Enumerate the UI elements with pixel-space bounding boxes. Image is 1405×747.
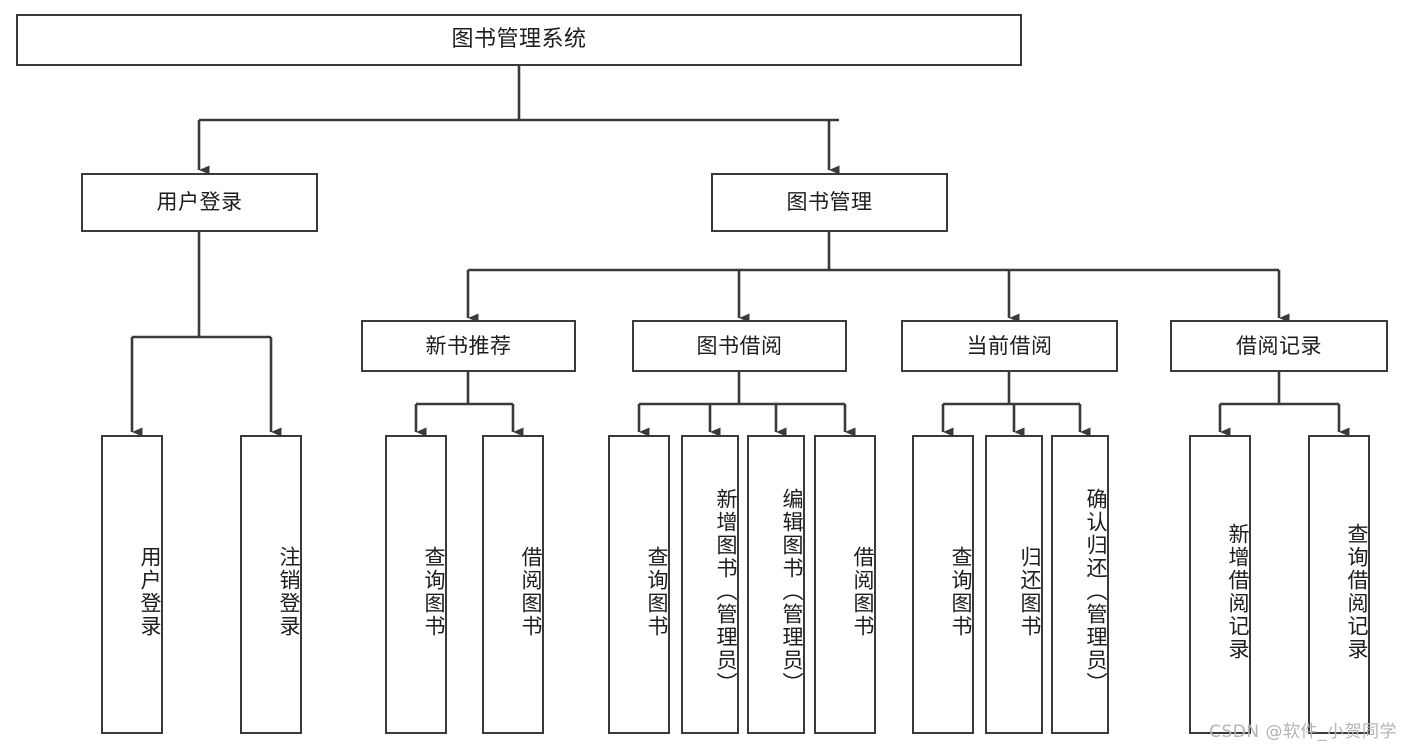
node-label: 借阅图书 <box>519 545 543 638</box>
node-leaf-logout[interactable]: 注销登录 <box>240 435 302 734</box>
node-leaf-add-book-admin[interactable]: 新增图书（管理员） <box>681 435 739 734</box>
node-root-book-management-system[interactable]: 图书管理系统 <box>16 14 1022 66</box>
node-current-borrow[interactable]: 当前借阅 <box>901 320 1118 372</box>
node-label: 确认归还（管理员） <box>1084 488 1108 695</box>
node-label: 新增图书（管理员） <box>714 488 738 695</box>
node-label: 查询借阅记录 <box>1345 522 1369 661</box>
node-label: 查询图书 <box>422 545 446 638</box>
node-user-login[interactable]: 用户登录 <box>81 173 318 232</box>
node-leaf-query-book-1[interactable]: 查询图书 <box>385 435 447 734</box>
node-label: 借阅记录 <box>1236 333 1322 358</box>
node-label: 图书管理系统 <box>451 27 587 53</box>
node-label: 注销登录 <box>277 545 301 638</box>
node-leaf-query-book-2[interactable]: 查询图书 <box>608 435 670 734</box>
node-borrow-record[interactable]: 借阅记录 <box>1170 320 1388 372</box>
node-leaf-borrow-book-2[interactable]: 借阅图书 <box>814 435 876 734</box>
node-leaf-confirm-return-admin[interactable]: 确认归还（管理员） <box>1051 435 1109 734</box>
node-label: 查询图书 <box>645 545 669 638</box>
node-label: 图书借阅 <box>696 333 783 358</box>
node-label: 当前借阅 <box>966 333 1053 358</box>
node-leaf-query-book-3[interactable]: 查询图书 <box>912 435 974 734</box>
node-new-book-recommendation[interactable]: 新书推荐 <box>361 320 576 372</box>
node-label: 编辑图书（管理员） <box>780 488 804 695</box>
node-leaf-add-borrow-record[interactable]: 新增借阅记录 <box>1189 435 1251 734</box>
node-label: 用户登录 <box>156 190 243 215</box>
node-label: 图书管理 <box>786 190 873 215</box>
node-label: 借阅图书 <box>851 545 875 638</box>
node-label: 新书推荐 <box>425 333 512 358</box>
node-leaf-user-login[interactable]: 用户登录 <box>101 435 163 734</box>
node-label: 归还图书 <box>1018 545 1042 638</box>
node-label: 查询图书 <box>949 545 973 638</box>
node-leaf-return-book[interactable]: 归还图书 <box>985 435 1043 734</box>
node-label: 用户登录 <box>138 545 162 638</box>
node-book-management[interactable]: 图书管理 <box>711 173 948 232</box>
node-label: 新增借阅记录 <box>1226 522 1250 661</box>
node-leaf-borrow-book-1[interactable]: 借阅图书 <box>482 435 544 734</box>
node-leaf-edit-book-admin[interactable]: 编辑图书（管理员） <box>747 435 805 734</box>
node-book-borrow[interactable]: 图书借阅 <box>632 320 847 372</box>
node-leaf-query-borrow-record[interactable]: 查询借阅记录 <box>1308 435 1370 734</box>
